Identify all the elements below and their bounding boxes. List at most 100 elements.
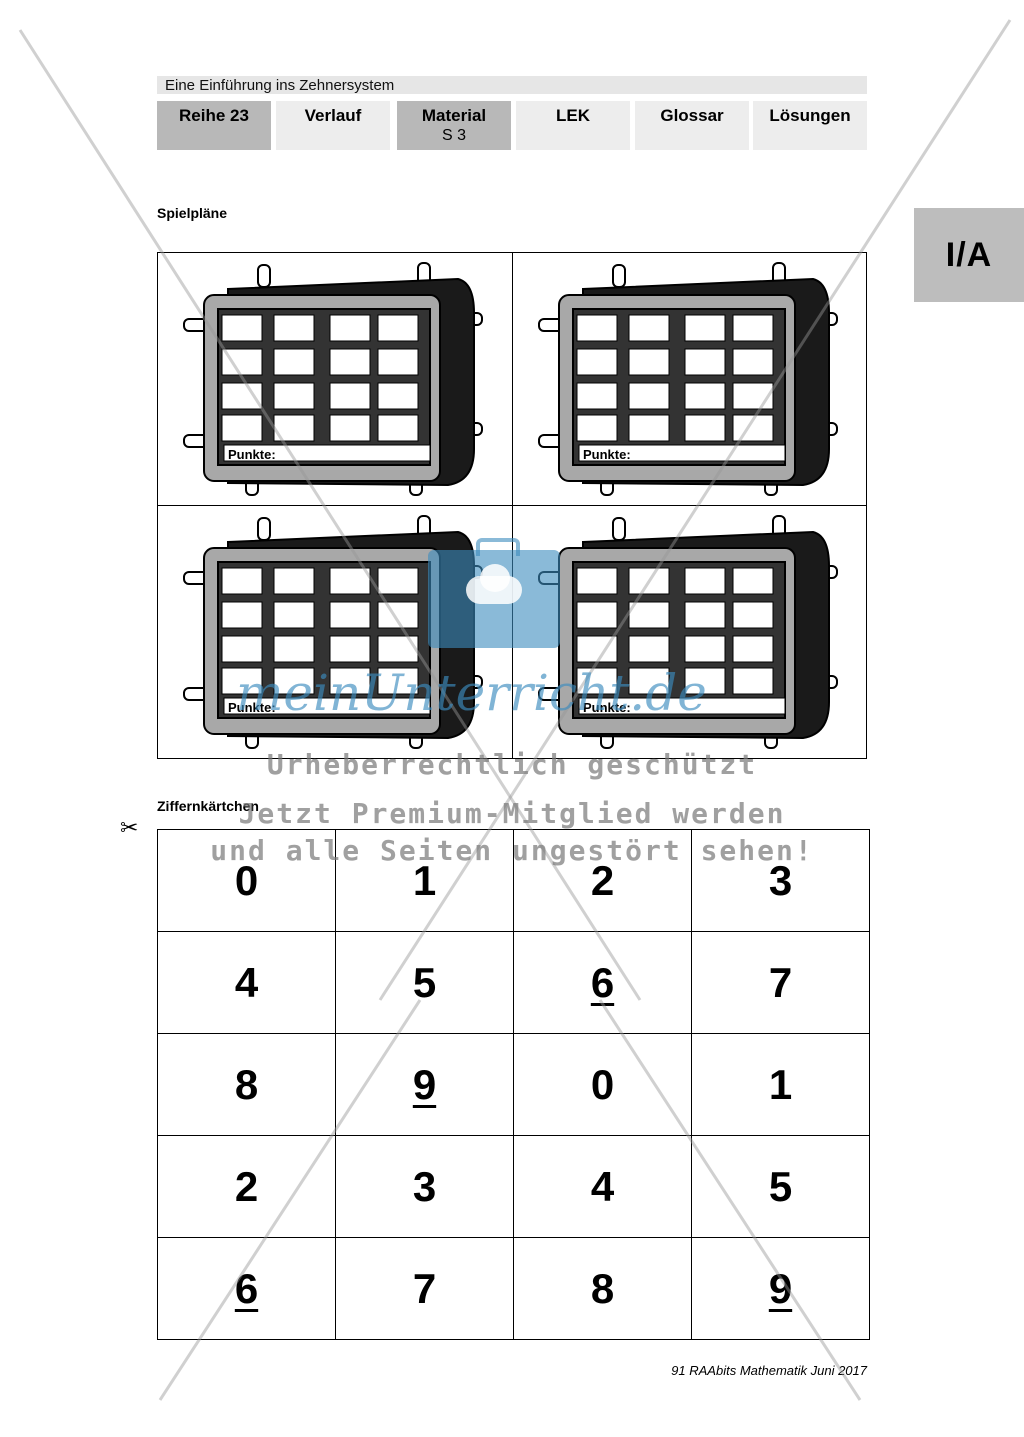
score-field xyxy=(223,444,431,462)
tab-reihe[interactable]: Reihe 23 xyxy=(157,101,271,150)
spielplaene-heading: Spielpläne xyxy=(157,205,228,221)
tab-verlauf[interactable]: Verlauf xyxy=(276,101,390,150)
board-illustration xyxy=(183,262,483,496)
digit-card[interactable]: 0 xyxy=(513,1033,692,1136)
game-board: Punkte: xyxy=(158,253,512,505)
game-board: Punkte: xyxy=(513,253,867,505)
board-slot xyxy=(628,314,670,342)
tab-sublabel: S 3 xyxy=(441,127,466,144)
board-slot xyxy=(684,348,726,376)
punkte-label: Punkte: xyxy=(583,700,631,715)
board-slot xyxy=(684,414,726,442)
digit-card[interactable]: 4 xyxy=(157,931,336,1034)
board-slot xyxy=(221,667,263,695)
digit-card[interactable]: 2 xyxy=(513,829,692,932)
board-slot xyxy=(576,667,618,695)
board-slot xyxy=(732,567,774,595)
board-slot xyxy=(732,635,774,663)
digit-card[interactable]: 7 xyxy=(335,1237,514,1340)
board-slot xyxy=(329,567,371,595)
score-field xyxy=(578,697,786,715)
tab-loesungen[interactable]: Lösungen xyxy=(753,101,867,150)
digit-card[interactable]: 3 xyxy=(335,1135,514,1238)
board-slot xyxy=(273,314,315,342)
board-slot xyxy=(377,567,419,595)
board-slot xyxy=(732,667,774,695)
board-illustration xyxy=(538,262,838,496)
tab-label: Lösungen xyxy=(769,106,851,125)
board-slot xyxy=(221,567,263,595)
digit-card[interactable]: 9 xyxy=(691,1237,870,1340)
board-slot xyxy=(329,382,371,410)
tab-label: Reihe 23 xyxy=(179,106,249,125)
board-slot xyxy=(576,382,618,410)
board-slot xyxy=(273,382,315,410)
digit-card[interactable]: 6 xyxy=(157,1237,336,1340)
board-slot xyxy=(576,314,618,342)
digit-cards-table: 0 1 2 3 4 5 6 7 8 9 0 1 2 3 4 5 6 7 8 9 xyxy=(157,829,870,1340)
board-slot xyxy=(221,414,263,442)
tab-glossar[interactable]: Glossar xyxy=(635,101,749,150)
board-slot xyxy=(221,635,263,663)
nav-tabbar: Reihe 23 Verlauf Material S 3 LEK Glossa… xyxy=(157,101,869,150)
punkte-label: Punkte: xyxy=(228,447,276,462)
series-title: Eine Einführung ins Zehnersystem xyxy=(157,76,867,94)
board-slot xyxy=(377,601,419,629)
digit-card[interactable]: 7 xyxy=(691,931,870,1034)
digit-card[interactable]: 0 xyxy=(157,829,336,932)
digit-card[interactable]: 9 xyxy=(335,1033,514,1136)
footer-source: 91 RAAbits Mathematik Juni 2017 xyxy=(671,1363,867,1378)
board-slot xyxy=(329,314,371,342)
digit-card[interactable]: 2 xyxy=(157,1135,336,1238)
digit-card[interactable]: 1 xyxy=(335,829,514,932)
board-slot xyxy=(684,601,726,629)
board-slot xyxy=(329,414,371,442)
score-field xyxy=(223,697,431,715)
board-peg xyxy=(257,264,271,288)
tab-label: Material xyxy=(421,106,487,125)
punkte-label: Punkte: xyxy=(228,700,276,715)
watermark-line: Jetzt Premium-Mitglied werden xyxy=(238,797,786,830)
board-slot xyxy=(684,667,726,695)
board-slot xyxy=(732,601,774,629)
scissors-icon: ✂ xyxy=(120,815,139,840)
digit-card[interactable]: 6 xyxy=(513,931,692,1034)
board-slot xyxy=(684,567,726,595)
game-boards: Punkte: Punkte: Punkte: Punkte: xyxy=(157,252,867,759)
tab-label: Glossar xyxy=(660,106,724,125)
board-slot xyxy=(329,667,371,695)
board-slot xyxy=(221,348,263,376)
board-slot xyxy=(273,667,315,695)
board-slot xyxy=(732,314,774,342)
level-badge: I/A xyxy=(914,208,1024,302)
tab-lek[interactable]: LEK xyxy=(516,101,630,150)
digit-card[interactable]: 4 xyxy=(513,1135,692,1238)
board-slot xyxy=(732,414,774,442)
board-slot xyxy=(576,414,618,442)
board-slot xyxy=(576,348,618,376)
board-slot xyxy=(628,667,670,695)
digit-card[interactable]: 1 xyxy=(691,1033,870,1136)
board-slot xyxy=(628,567,670,595)
board-slot xyxy=(273,567,315,595)
board-slot xyxy=(377,382,419,410)
board-slot xyxy=(221,601,263,629)
board-slot xyxy=(732,348,774,376)
board-slot xyxy=(684,382,726,410)
board-peg xyxy=(257,517,271,541)
tab-label: LEK xyxy=(556,106,590,125)
table-row: 2 3 4 5 xyxy=(157,1135,870,1238)
table-row: 4 5 6 7 xyxy=(157,931,870,1034)
board-peg xyxy=(612,517,626,541)
board-slot xyxy=(221,382,263,410)
digit-card[interactable]: 8 xyxy=(157,1033,336,1136)
board-slot xyxy=(273,348,315,376)
digit-card[interactable]: 5 xyxy=(335,931,514,1034)
tab-material[interactable]: Material S 3 xyxy=(397,101,511,150)
board-slot xyxy=(628,382,670,410)
board-slot xyxy=(329,635,371,663)
score-field xyxy=(578,444,786,462)
digit-card[interactable]: 8 xyxy=(513,1237,692,1340)
digit-card[interactable]: 3 xyxy=(691,829,870,932)
digit-card[interactable]: 5 xyxy=(691,1135,870,1238)
